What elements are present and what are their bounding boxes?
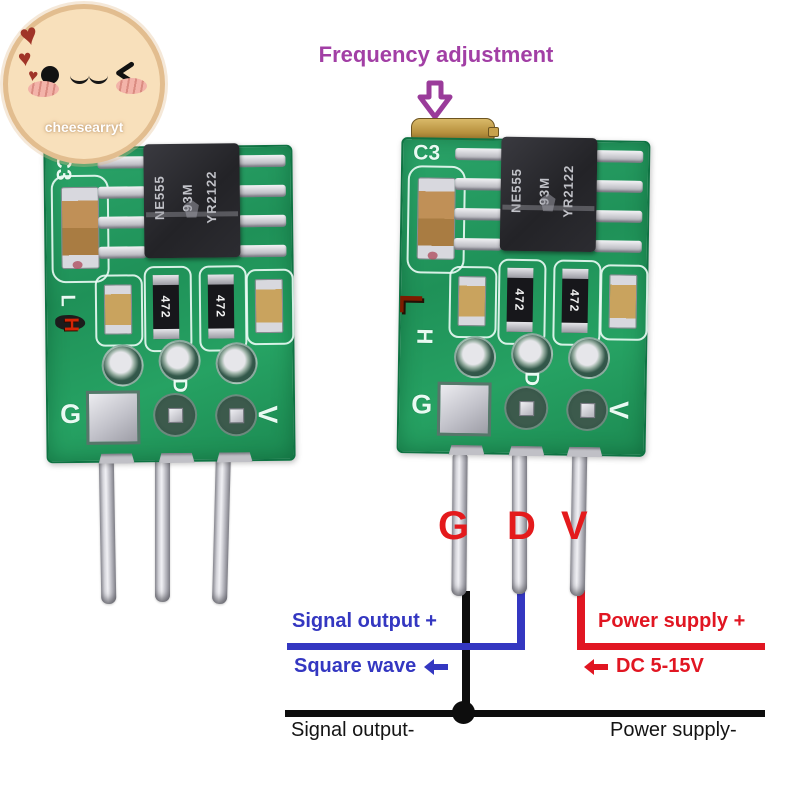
signal-wire-horizontal bbox=[287, 643, 525, 650]
capacitor-c3 bbox=[60, 186, 100, 270]
silkscreen-c3: C3 bbox=[413, 141, 441, 165]
left-arrow-icon bbox=[584, 658, 608, 675]
chip-lead bbox=[454, 207, 503, 221]
pin-stub bbox=[99, 453, 135, 463]
smd-capacitor bbox=[254, 278, 284, 334]
gnd-pad bbox=[436, 381, 492, 437]
solder-pad bbox=[158, 339, 201, 383]
chip-lead bbox=[594, 210, 643, 223]
ground-bus-line bbox=[285, 710, 765, 717]
low-mark-red: L bbox=[393, 293, 430, 314]
down-arrow-icon bbox=[417, 80, 453, 120]
chip-marking: YR2122 bbox=[203, 170, 220, 225]
chip-lead bbox=[237, 154, 286, 168]
cat-mouth-icon bbox=[70, 67, 110, 84]
resistor-472: 472 bbox=[506, 267, 534, 333]
signal-wire-vertical bbox=[517, 590, 525, 650]
smd-capacitor bbox=[103, 284, 133, 335]
chip-lead bbox=[453, 237, 502, 251]
chip-lead bbox=[595, 150, 644, 163]
chip-lead bbox=[454, 177, 503, 191]
chip-marking: 93M bbox=[179, 183, 196, 213]
header-pin-d bbox=[512, 454, 527, 594]
chip-lead bbox=[237, 184, 286, 198]
gnd-pad bbox=[85, 390, 141, 445]
silkscreen-d: D bbox=[168, 378, 191, 393]
solder-speck bbox=[72, 260, 83, 270]
chip-lead bbox=[98, 216, 147, 229]
wire-junction-dot bbox=[452, 701, 475, 724]
silkscreen-high: H bbox=[412, 328, 438, 345]
chip-lead bbox=[238, 214, 287, 228]
header-pin bbox=[98, 451, 117, 605]
ne555-chip: NE555 93M YR2122 bbox=[499, 136, 598, 253]
dc-voltage-label: DC 5-15V bbox=[584, 655, 704, 678]
pin-label-d: D bbox=[507, 504, 536, 548]
header-pin bbox=[211, 449, 232, 605]
pad-center bbox=[579, 402, 595, 418]
solder-pad bbox=[453, 335, 497, 379]
power-supply-plus-label: Power supply + bbox=[598, 610, 746, 632]
ne555-pcb-left: C3 NE555 93M YR2122 472 472 L H bbox=[43, 143, 296, 464]
ne555-chip: NE555 93M YR2122 bbox=[143, 143, 241, 259]
silkscreen-v: V bbox=[603, 400, 634, 420]
blush-icon bbox=[28, 81, 59, 97]
silkscreen-v: V bbox=[252, 405, 283, 424]
signal-output-plus-label: Signal output + bbox=[292, 610, 437, 632]
chip-lead bbox=[238, 244, 287, 258]
solder-pad bbox=[101, 344, 144, 387]
badge-username: cheesearryt bbox=[44, 119, 124, 135]
capacitor-c3 bbox=[416, 177, 456, 260]
silkscreen-g: G bbox=[59, 398, 82, 430]
chip-lead bbox=[455, 147, 504, 161]
pin-stub bbox=[449, 445, 485, 456]
chip-marking: NE555 bbox=[151, 175, 168, 221]
resistor-472: 472 bbox=[152, 274, 180, 340]
chip-marking: 93M bbox=[536, 177, 552, 206]
chip-lead bbox=[594, 180, 643, 193]
chip-lead bbox=[98, 246, 147, 259]
header-pin bbox=[155, 452, 170, 602]
pin-label-v: V bbox=[561, 504, 588, 548]
pin-stub bbox=[509, 446, 545, 457]
frequency-adjustment-label: Frequency adjustment bbox=[318, 42, 554, 67]
pad-center bbox=[228, 407, 244, 423]
high-mark-red: H bbox=[55, 313, 91, 337]
power-wire-vertical bbox=[577, 590, 585, 650]
chip-lead bbox=[593, 240, 642, 253]
pin-stub bbox=[566, 447, 602, 458]
eye-icon bbox=[41, 66, 59, 84]
resistor-472: 472 bbox=[207, 274, 235, 339]
solder-pad bbox=[510, 332, 554, 376]
blush-icon bbox=[116, 78, 147, 94]
power-supply-minus-label: Power supply- bbox=[610, 719, 737, 741]
signal-output-minus-label: Signal output- bbox=[291, 719, 415, 741]
solder-pad bbox=[567, 336, 611, 380]
silkscreen-d: D bbox=[520, 371, 543, 387]
smd-capacitor bbox=[608, 274, 638, 329]
solder-pad bbox=[215, 342, 258, 385]
ground-wire-vertical bbox=[462, 591, 470, 717]
silkscreen-low: L bbox=[56, 294, 79, 307]
chip-marking: YR2122 bbox=[560, 165, 577, 219]
pad-center bbox=[518, 400, 534, 416]
pin-stub bbox=[217, 452, 253, 462]
resistor-472: 472 bbox=[561, 268, 589, 334]
chip-marking: NE555 bbox=[508, 168, 525, 214]
data-pad bbox=[152, 392, 198, 438]
silkscreen-g: G bbox=[411, 389, 433, 420]
data-pad bbox=[503, 385, 549, 431]
chip-lead bbox=[97, 186, 146, 199]
square-wave-label: Square wave bbox=[294, 655, 449, 678]
pad-center bbox=[167, 407, 183, 423]
smd-capacitor bbox=[457, 275, 487, 327]
seller-badge: ♥ ♥ ♥ cheesearryt bbox=[3, 4, 165, 164]
power-wire-horizontal bbox=[577, 643, 765, 650]
ne555-pcb-right: C3 NE555 93M YR2122 472 472 L H bbox=[393, 136, 651, 458]
pin-stub bbox=[159, 453, 195, 463]
solder-speck bbox=[427, 251, 438, 260]
pin-label-g: G bbox=[438, 504, 470, 548]
left-arrow-icon bbox=[424, 658, 449, 675]
